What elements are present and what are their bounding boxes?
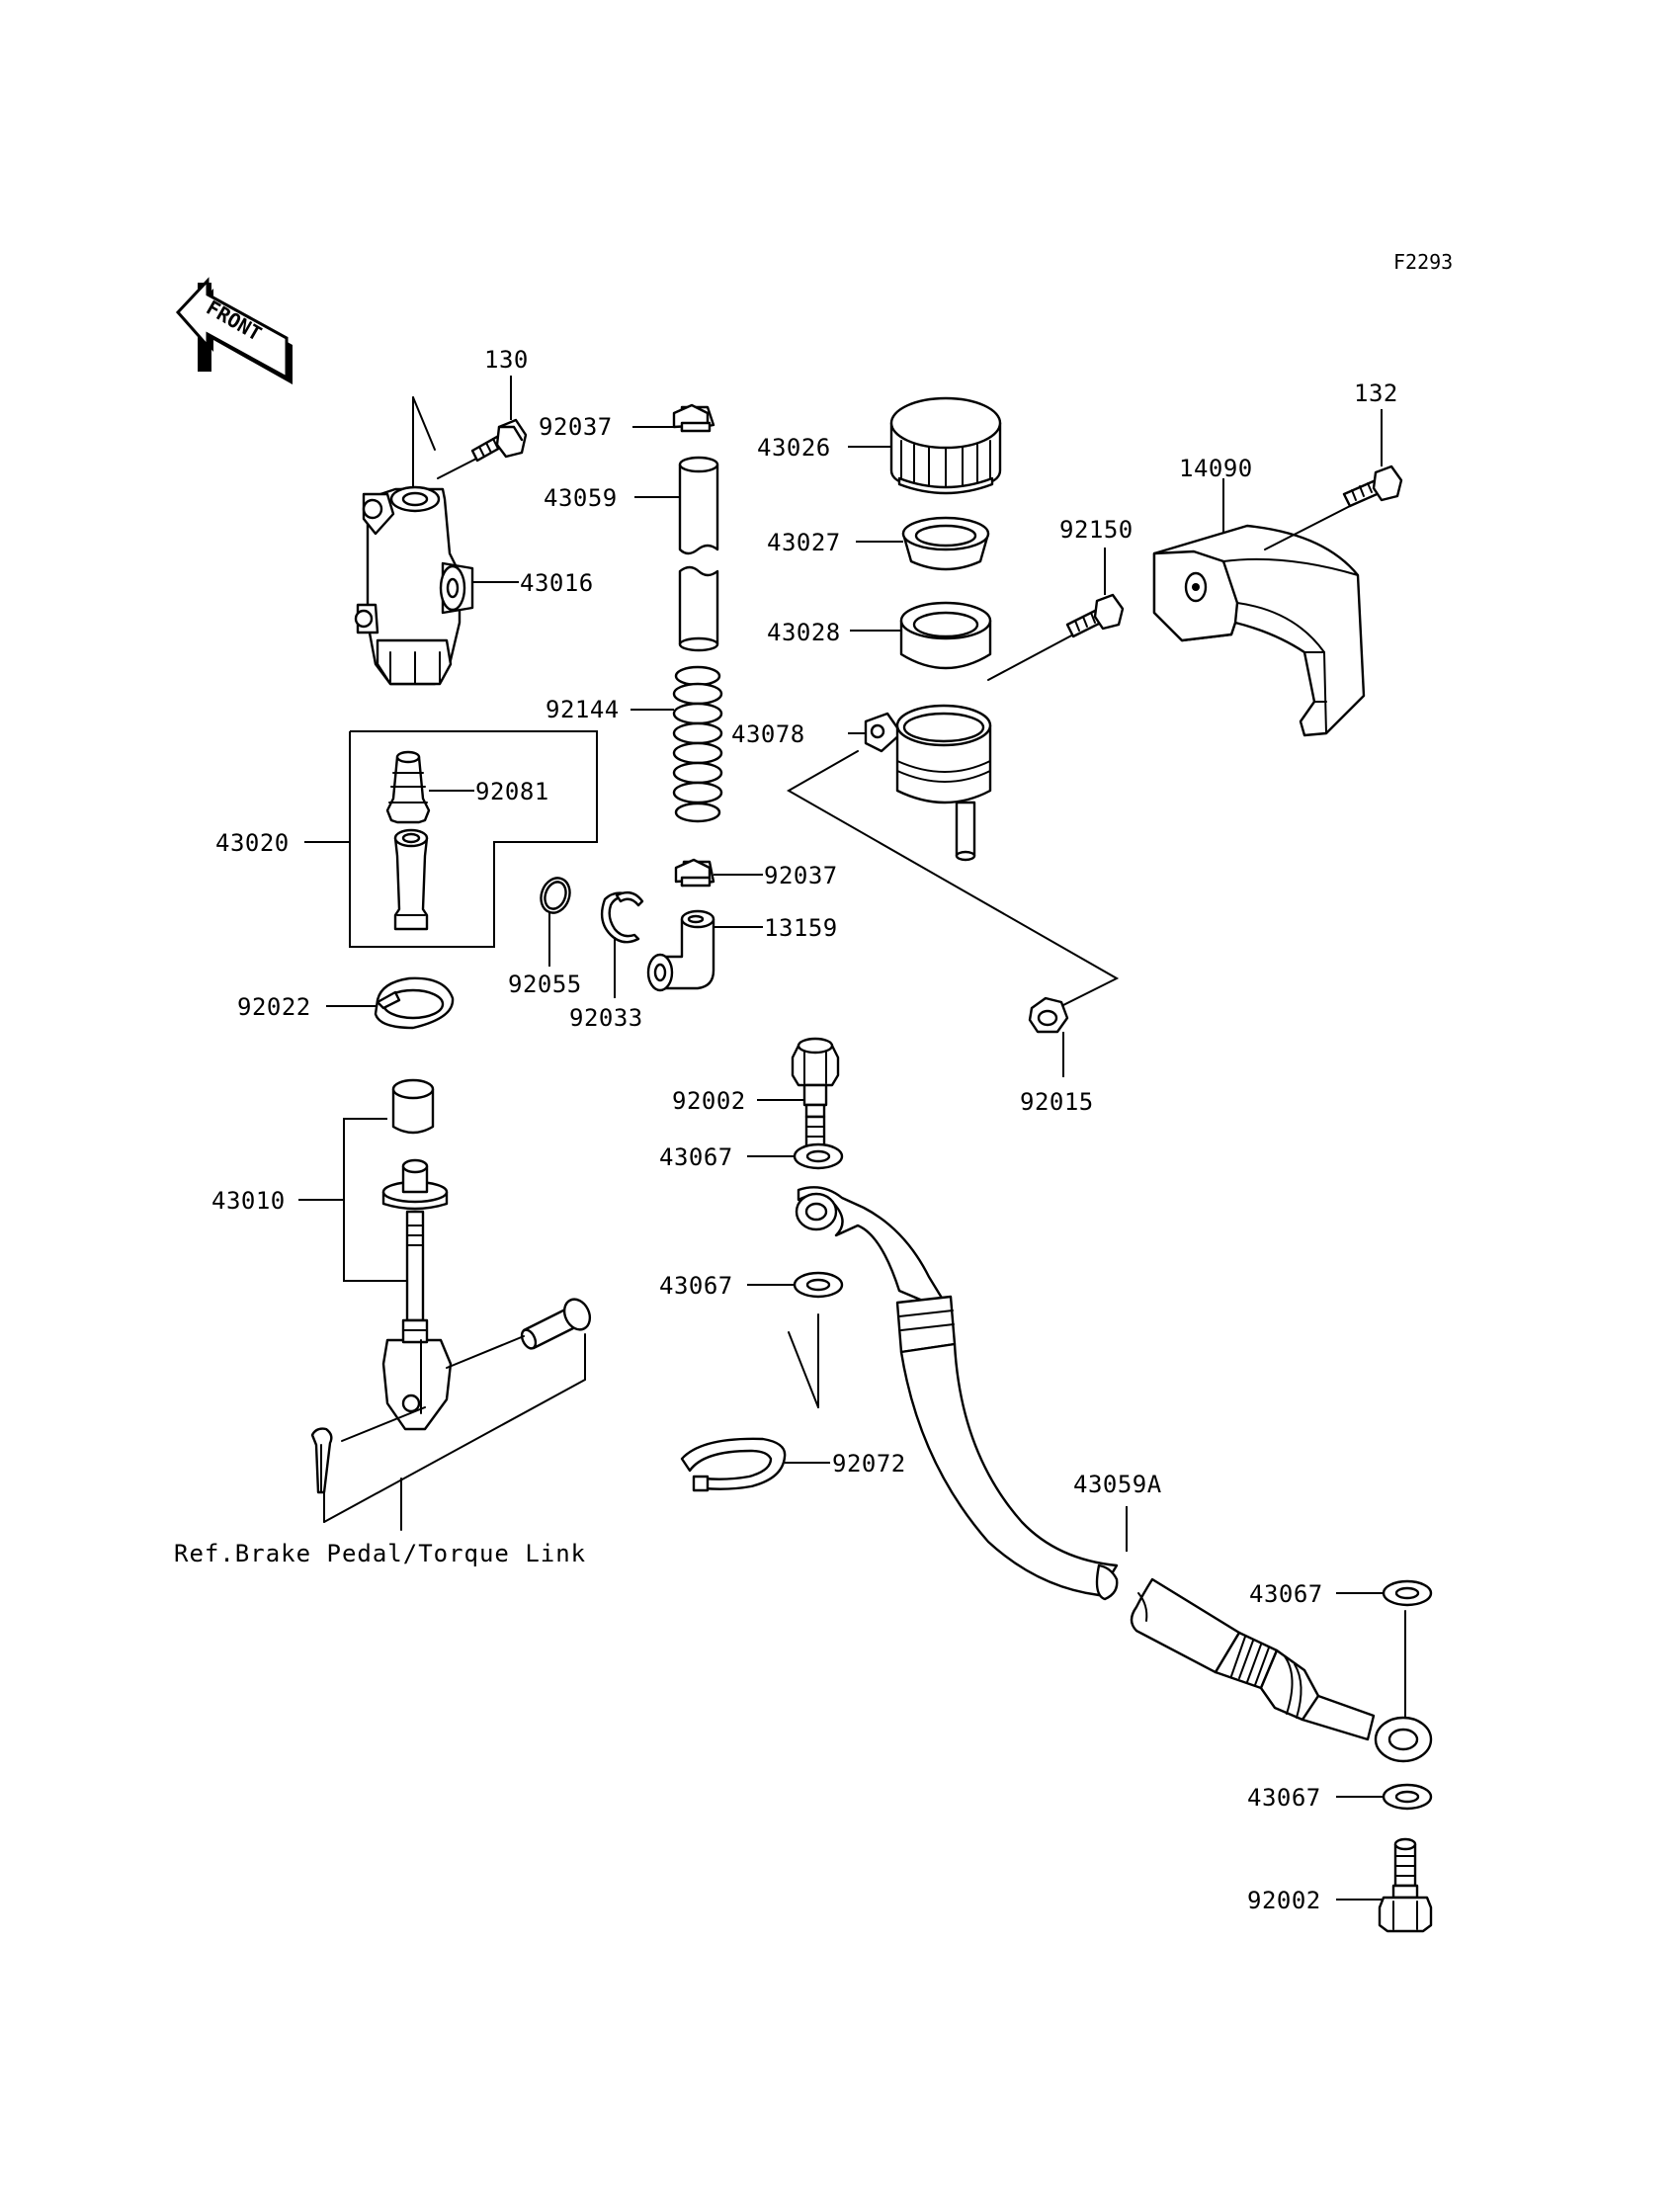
label-43078: 43078: [731, 720, 805, 748]
part-92144-spring[interactable]: 92144: [546, 665, 723, 823]
label-92144: 92144: [546, 696, 620, 723]
part-cotter-pin[interactable]: [310, 1427, 333, 1494]
label-130: 130: [484, 346, 529, 374]
label-43067-c: 43067: [1249, 1580, 1323, 1608]
part-43010-push-rod[interactable]: 43010: [211, 1078, 453, 1431]
label-14090: 14090: [1179, 455, 1253, 482]
label-92002-top: 92002: [672, 1087, 746, 1115]
label-43028: 43028: [767, 619, 841, 646]
part-92072-band[interactable]: 92072: [680, 1437, 906, 1492]
part-92002-banjo-bolt-bottom[interactable]: 92002: [1247, 1837, 1433, 1933]
label-92055: 92055: [508, 971, 582, 998]
label-132: 132: [1354, 380, 1398, 407]
part-43067-washer-b[interactable]: 43067: [659, 1271, 844, 1300]
label-92081: 92081: [475, 778, 549, 805]
part-92015-nut[interactable]: 92015: [1020, 996, 1094, 1116]
part-pin[interactable]: [519, 1295, 595, 1350]
label-43010: 43010: [211, 1187, 286, 1215]
part-92150-bolt[interactable]: 92150: [1059, 516, 1134, 638]
label-92150: 92150: [1059, 516, 1134, 544]
part-43067-washer-d[interactable]: 43067: [1247, 1783, 1433, 1812]
part-92022-circlip[interactable]: 92022: [237, 976, 455, 1030]
part-92055-o-ring[interactable]: 92055: [508, 874, 582, 998]
label-43067-b: 43067: [659, 1272, 733, 1300]
label-92037-lower: 92037: [764, 862, 838, 889]
part-43026-cap[interactable]: 43026: [757, 396, 1002, 495]
label-92033: 92033: [569, 1004, 643, 1032]
label-43027: 43027: [767, 529, 841, 556]
part-43020-piston-kit[interactable]: 92081 43020: [215, 730, 598, 948]
label-43026: 43026: [757, 434, 831, 462]
diagram-code: F2293: [1393, 250, 1453, 274]
label-92072: 92072: [832, 1450, 906, 1478]
part-92037-clip-lower[interactable]: 92037: [674, 858, 838, 889]
label-43059A: 43059A: [1073, 1471, 1162, 1498]
label-92022: 92022: [237, 993, 311, 1021]
label-13159: 13159: [764, 914, 838, 942]
label-92015: 92015: [1020, 1088, 1094, 1116]
part-43028-plate[interactable]: 43028: [767, 601, 992, 670]
label-43016: 43016: [520, 569, 594, 597]
label-43020: 43020: [215, 829, 290, 857]
part-43078-reservoir[interactable]: 43078: [731, 704, 992, 862]
label-92002-bottom: 92002: [1247, 1887, 1321, 1914]
part-92037-clip-top[interactable]: 92037: [539, 403, 715, 441]
label-92037-top: 92037: [539, 413, 613, 441]
part-13159-elbow[interactable]: 13159: [646, 909, 838, 992]
label-43059: 43059: [544, 484, 618, 512]
part-43067-washer-a[interactable]: 43067: [659, 1142, 844, 1171]
part-132-bolt[interactable]: 132: [1264, 380, 1403, 550]
part-92002-banjo-bolt-top[interactable]: 92002: [672, 1037, 840, 1159]
part-43016-master-cylinder[interactable]: 43016: [354, 396, 594, 686]
part-43067-washer-c[interactable]: 43067: [1249, 1579, 1433, 1608]
part-92033-circlip[interactable]: 92033: [569, 890, 644, 1032]
part-43059A-brake-hose[interactable]: 43059A: [795, 1186, 1433, 1763]
part-43027-diaphragm[interactable]: 43027: [767, 516, 990, 571]
label-43067-a: 43067: [659, 1143, 733, 1171]
front-arrow-icon: FRONT: [175, 277, 293, 384]
label-43067-d: 43067: [1247, 1784, 1321, 1812]
part-130-bolt[interactable]: 130: [437, 346, 529, 479]
ref-bracket: Ref.Brake Pedal/Torque Link: [174, 1333, 586, 1567]
ref-note: Ref.Brake Pedal/Torque Link: [174, 1540, 586, 1567]
part-14090-cover[interactable]: 14090: [1152, 455, 1366, 737]
part-43059-hose[interactable]: 43059: [544, 456, 719, 652]
